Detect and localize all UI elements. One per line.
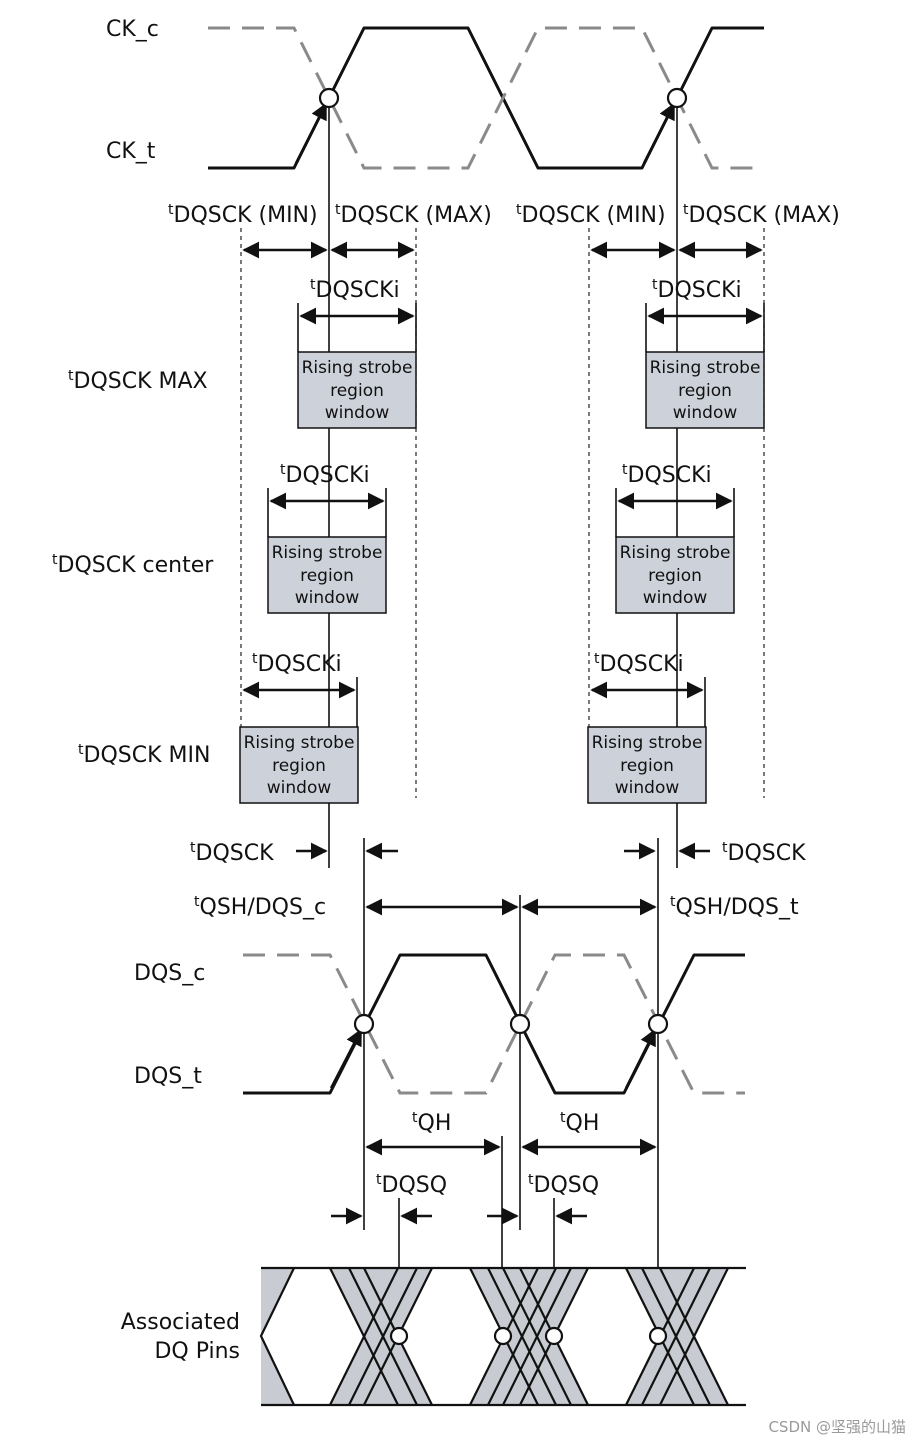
ck-c-waveform (208, 26, 764, 170)
dqs-c-label: DQS_c (134, 961, 205, 986)
dqsck-min-label-1: tDQSCK (MIN) (168, 202, 318, 228)
dq-sample-point-3 (544, 1326, 564, 1346)
dqs-c-waveform (243, 953, 745, 1095)
ck-waveforms (208, 26, 764, 170)
dqsq-label-1: tDQSQ (376, 1172, 447, 1198)
svg-text:Rising strobe: Rising strobe (244, 733, 355, 753)
svg-text:window: window (643, 588, 708, 608)
window-box-center-2: Rising strobe region window (615, 536, 735, 614)
window-box-max-2: Rising strobe region window (645, 351, 765, 429)
dqs-waveforms (243, 953, 745, 1095)
dqscki-label-min-2: tDQSCKi (594, 651, 684, 677)
eye-edge-1e (348, 1267, 418, 1406)
dqsck-left-label: tDQSCK (190, 840, 274, 866)
ck-crossing-2 (666, 87, 688, 109)
dqs-t-label: DQS_t (134, 1064, 202, 1089)
dq-eye-diagram (259, 1266, 746, 1407)
dqscki-label-center-2: tDQSCKi (622, 462, 712, 488)
window-box-min-2: Rising strobe region window (587, 726, 707, 804)
dqs-crossing-3 (647, 1013, 669, 1035)
dqsck-max-label-1: tDQSCK (MAX) (335, 202, 492, 228)
dqsck-max-label-2: tDQSCK (MAX) (683, 202, 840, 228)
dqs-crossing-2 (509, 1013, 531, 1035)
svg-text:region: region (272, 756, 326, 776)
dqsq-label-2: tDQSQ (528, 1172, 599, 1198)
svg-text:region: region (300, 566, 354, 586)
svg-text:Rising strobe: Rising strobe (650, 358, 761, 378)
dq-sample-point-4 (648, 1326, 668, 1346)
dqscki-label-center-1: tDQSCKi (280, 462, 370, 488)
eye-shade-2 (470, 1268, 588, 1405)
dqs-crossing-1 (353, 1013, 375, 1035)
qh-label-1: tQH (412, 1110, 451, 1136)
svg-text:Rising strobe: Rising strobe (592, 733, 703, 753)
svg-text:window: window (325, 403, 390, 423)
window-box-center-1: Rising strobe region window (267, 536, 387, 614)
svg-text:Rising strobe: Rising strobe (302, 358, 413, 378)
qsh-t-label: tQSH/DQS_t (670, 894, 799, 920)
row-max-label: tDQSCK MAX (68, 368, 208, 394)
svg-text:window: window (673, 403, 738, 423)
ck-c-label: CK_c (106, 17, 159, 42)
dqscki-label-max-2: tDQSCKi (652, 277, 742, 303)
svg-text:region: region (620, 756, 674, 776)
eye-edge-0 (259, 1267, 295, 1406)
eye-edge-3e (641, 1267, 711, 1406)
ck-rise-arrow-1 (294, 102, 328, 164)
dq-sample-point-2 (493, 1326, 513, 1346)
dqsck-min-label-2: tDQSCK (MIN) (516, 202, 666, 228)
watermark: CSDN @坚强的山猫 (768, 1418, 906, 1436)
svg-text:region: region (330, 381, 384, 401)
ck-crossing-1 (318, 87, 340, 109)
svg-text:Rising strobe: Rising strobe (272, 543, 383, 563)
dqscki-label-max-1: tDQSCKi (310, 277, 400, 303)
ck-rise-arrow-2 (642, 102, 676, 164)
eye-shade-1 (330, 1268, 432, 1405)
row-min-label: tDQSCK MIN (78, 742, 210, 768)
row-center-label: tDQSCK center (52, 552, 214, 578)
eye-edge-2f (487, 1267, 557, 1406)
svg-text:Rising strobe: Rising strobe (620, 543, 731, 563)
svg-text:region: region (678, 381, 732, 401)
dq-pins-label-line2: DQ Pins (154, 1339, 240, 1364)
dq-pins-label-line1: Associated (121, 1310, 240, 1335)
svg-text:region: region (648, 566, 702, 586)
dqs-t-waveform (243, 953, 745, 1095)
eye-shade-0 (261, 1268, 294, 1405)
ck-t-label: CK_t (106, 139, 156, 164)
svg-text:window: window (295, 588, 360, 608)
svg-text:window: window (615, 778, 680, 798)
dq-sample-point-1 (389, 1326, 409, 1346)
eye-edge-3f (659, 1267, 729, 1406)
dqsck-right-label: tDQSCK (722, 840, 806, 866)
window-box-max-1: Rising strobe region window (297, 351, 417, 429)
window-box-min-1: Rising strobe region window (239, 726, 359, 804)
qsh-c-label: tQSH/DQS_c (194, 894, 326, 920)
eye-edge-2g (502, 1267, 572, 1406)
qh-label-2: tQH (560, 1110, 599, 1136)
dqs-rise-arrow-1 (329, 1028, 363, 1089)
svg-text:window: window (267, 778, 332, 798)
dqscki-label-min-1: tDQSCKi (252, 651, 342, 677)
eye-edge-1d (329, 1267, 399, 1406)
dqs-rise-arrow-2 (624, 1028, 657, 1089)
